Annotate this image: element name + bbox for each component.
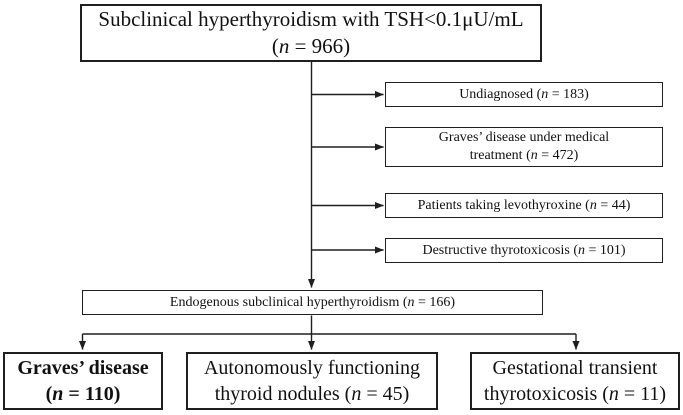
box-undiagnosed: Undiagnosed (n = 183): [385, 82, 663, 107]
box-text-line: Endogenous subclinical hyperthyroidism (…: [169, 294, 456, 310]
box-text-line: treatment (n = 472): [469, 148, 579, 163]
box-text-line: (n = 110): [45, 383, 121, 405]
box-text-line: Graves’ disease under medical: [438, 130, 610, 145]
box-text-line: Graves’ disease: [17, 357, 149, 379]
box-levothyroxine: Patients taking levothyroxine (n = 44): [385, 193, 663, 218]
box-graves-under-treatment: Graves’ disease under medical treatment …: [385, 127, 663, 167]
box-text-line: (n = 966): [271, 34, 351, 58]
box-text-line: Gestational transient: [492, 357, 658, 379]
box-text-line: thyroid nodules (n = 45): [214, 383, 410, 405]
box-text-line: Patients taking levothyroxine (n = 44): [417, 197, 631, 213]
box-text-line: Undiagnosed (n = 183): [459, 86, 589, 102]
box-text-line: Destructive thyrotoxicosis (n = 101): [422, 242, 626, 258]
box-text-line: Subclinical hyperthyroidism with TSH<0.1…: [98, 7, 524, 31]
box-text-line: Autonomously functioning: [203, 357, 421, 379]
box-text-line: thyrotoxicosis (n = 11): [483, 383, 667, 405]
box-graves-disease: Graves’ disease (n = 110): [3, 352, 163, 410]
box-endogenous-subclinical-hyperthyroidism: Endogenous subclinical hyperthyroidism (…: [82, 290, 543, 315]
box-destructive-thyrotoxicosis: Destructive thyrotoxicosis (n = 101): [385, 238, 663, 263]
box-gestational-thyrotoxicosis: Gestational transient thyrotoxicosis (n …: [470, 352, 680, 410]
box-autonomous-thyroid-nodules: Autonomously functioning thyroid nodules…: [186, 352, 438, 410]
box-subclinical-hyperthyroidism: Subclinical hyperthyroidism with TSH<0.1…: [80, 4, 542, 62]
